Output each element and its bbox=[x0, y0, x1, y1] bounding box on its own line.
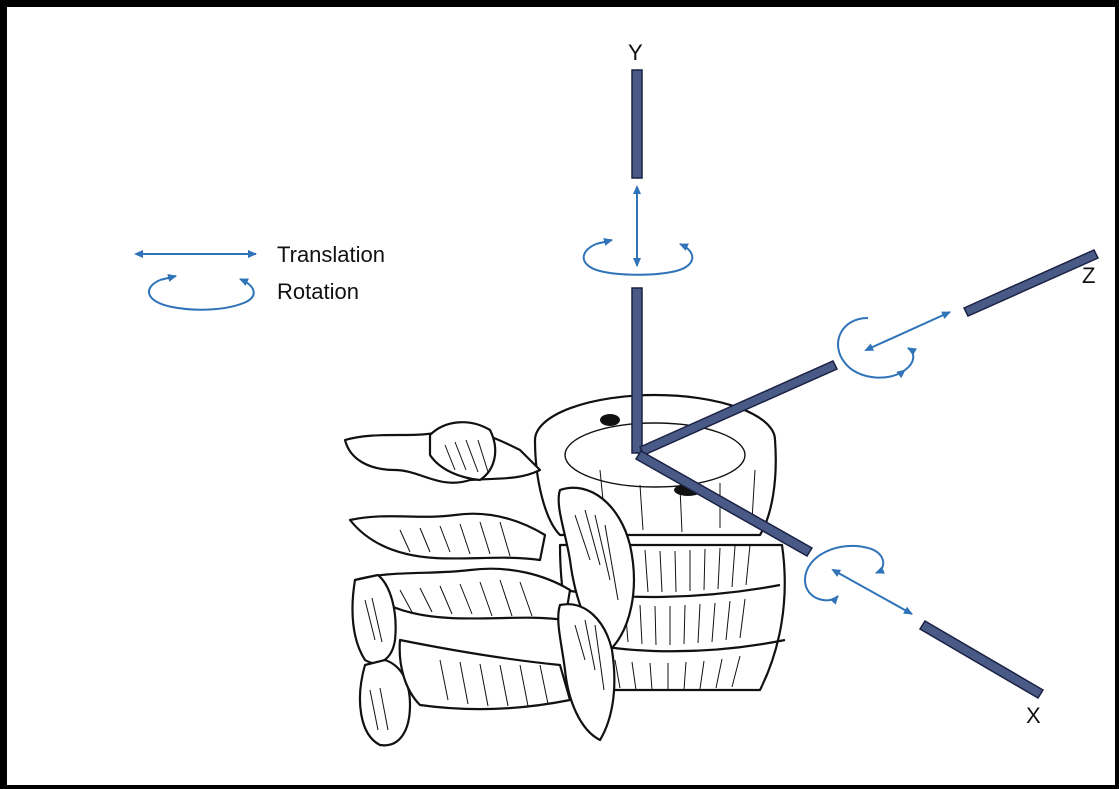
vertebrae-illustration bbox=[345, 395, 785, 745]
y-axis-label: Y bbox=[628, 40, 643, 65]
z-rotation-arrow-icon bbox=[838, 318, 913, 378]
legend: Translation Rotation bbox=[136, 242, 385, 310]
z-axis bbox=[640, 250, 1098, 455]
z-axis-bar-outer bbox=[964, 250, 1098, 316]
rotation-arrow-icon bbox=[149, 276, 254, 310]
x-axis-bar-outer bbox=[920, 621, 1043, 698]
x-translation-arrow-icon bbox=[833, 570, 912, 614]
legend-translation-label: Translation bbox=[277, 242, 385, 267]
y-axis-bar-lower bbox=[632, 288, 642, 453]
z-axis-label: Z bbox=[1082, 263, 1095, 288]
x-axis-label: X bbox=[1026, 703, 1041, 728]
y-axis-bar-upper bbox=[632, 70, 642, 178]
z-translation-arrow-icon bbox=[866, 312, 950, 350]
legend-rotation-label: Rotation bbox=[277, 279, 359, 304]
